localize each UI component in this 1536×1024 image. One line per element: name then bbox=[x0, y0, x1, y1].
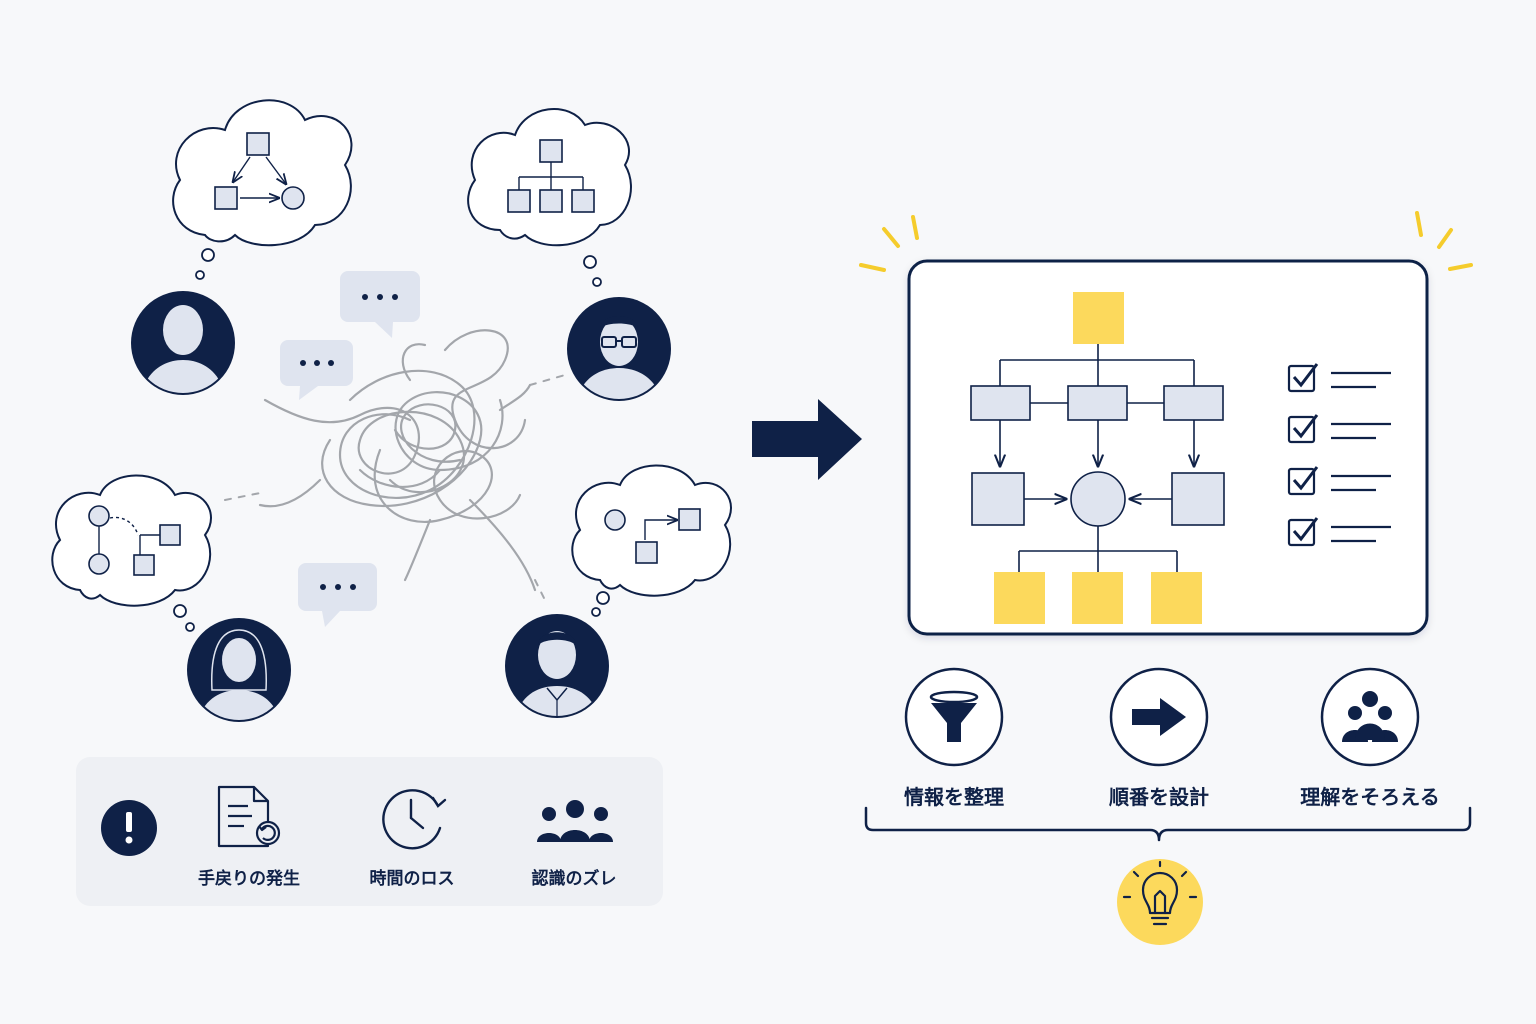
people-group-icon bbox=[537, 800, 613, 842]
avatar-person-4 bbox=[505, 614, 609, 718]
tangled-line-scribble bbox=[258, 329, 537, 592]
sparkle-right-icon bbox=[1415, 211, 1473, 271]
avatar-person-1 bbox=[131, 291, 235, 395]
speech-bubble-top bbox=[340, 271, 420, 338]
avatar-person-2 bbox=[567, 297, 671, 401]
problems-panel bbox=[76, 757, 663, 906]
problem-label-rework: 手戻りの発生 bbox=[198, 869, 300, 889]
thought-cloud-mid-left bbox=[51, 474, 212, 632]
speech-bubble-bottom bbox=[298, 563, 377, 627]
sticky-note-bottom-2 bbox=[1072, 572, 1123, 624]
funnel-icon bbox=[904, 667, 1004, 767]
speech-bubble-left bbox=[280, 340, 353, 400]
solution-label-organize: 情報を整理 bbox=[904, 785, 1004, 809]
sticky-note-bottom-1 bbox=[994, 572, 1045, 624]
problem-label-time-loss: 時間のロス bbox=[369, 869, 455, 889]
thought-cloud-top-left bbox=[172, 99, 353, 280]
warning-icon bbox=[101, 800, 157, 856]
checklist bbox=[1287, 363, 1391, 547]
thought-cloud-mid-right bbox=[571, 464, 732, 617]
sticky-note-bottom-3 bbox=[1151, 572, 1202, 624]
problem-label-misalignment: 認識のズレ bbox=[531, 869, 617, 889]
sticky-note-top bbox=[1073, 292, 1124, 344]
sparkle-left-icon bbox=[859, 215, 919, 272]
flowchart bbox=[970, 292, 1225, 624]
clock-icon bbox=[382, 789, 447, 850]
avatar-person-3 bbox=[187, 618, 291, 722]
lightbulb-icon bbox=[1117, 859, 1203, 945]
dashed-connectors bbox=[224, 374, 566, 601]
solution-label-design-order: 順番を設計 bbox=[1109, 785, 1209, 809]
bracket-brace bbox=[864, 806, 1472, 842]
document-refresh-icon bbox=[217, 785, 281, 848]
transition-arrow-icon bbox=[752, 399, 862, 480]
thought-cloud-top-right bbox=[467, 108, 632, 287]
arrow-right-icon bbox=[1109, 667, 1209, 767]
organized-board bbox=[907, 259, 1429, 636]
people-group-icon bbox=[1320, 667, 1420, 767]
solution-label-align-understanding: 理解をそろえる bbox=[1300, 785, 1440, 809]
